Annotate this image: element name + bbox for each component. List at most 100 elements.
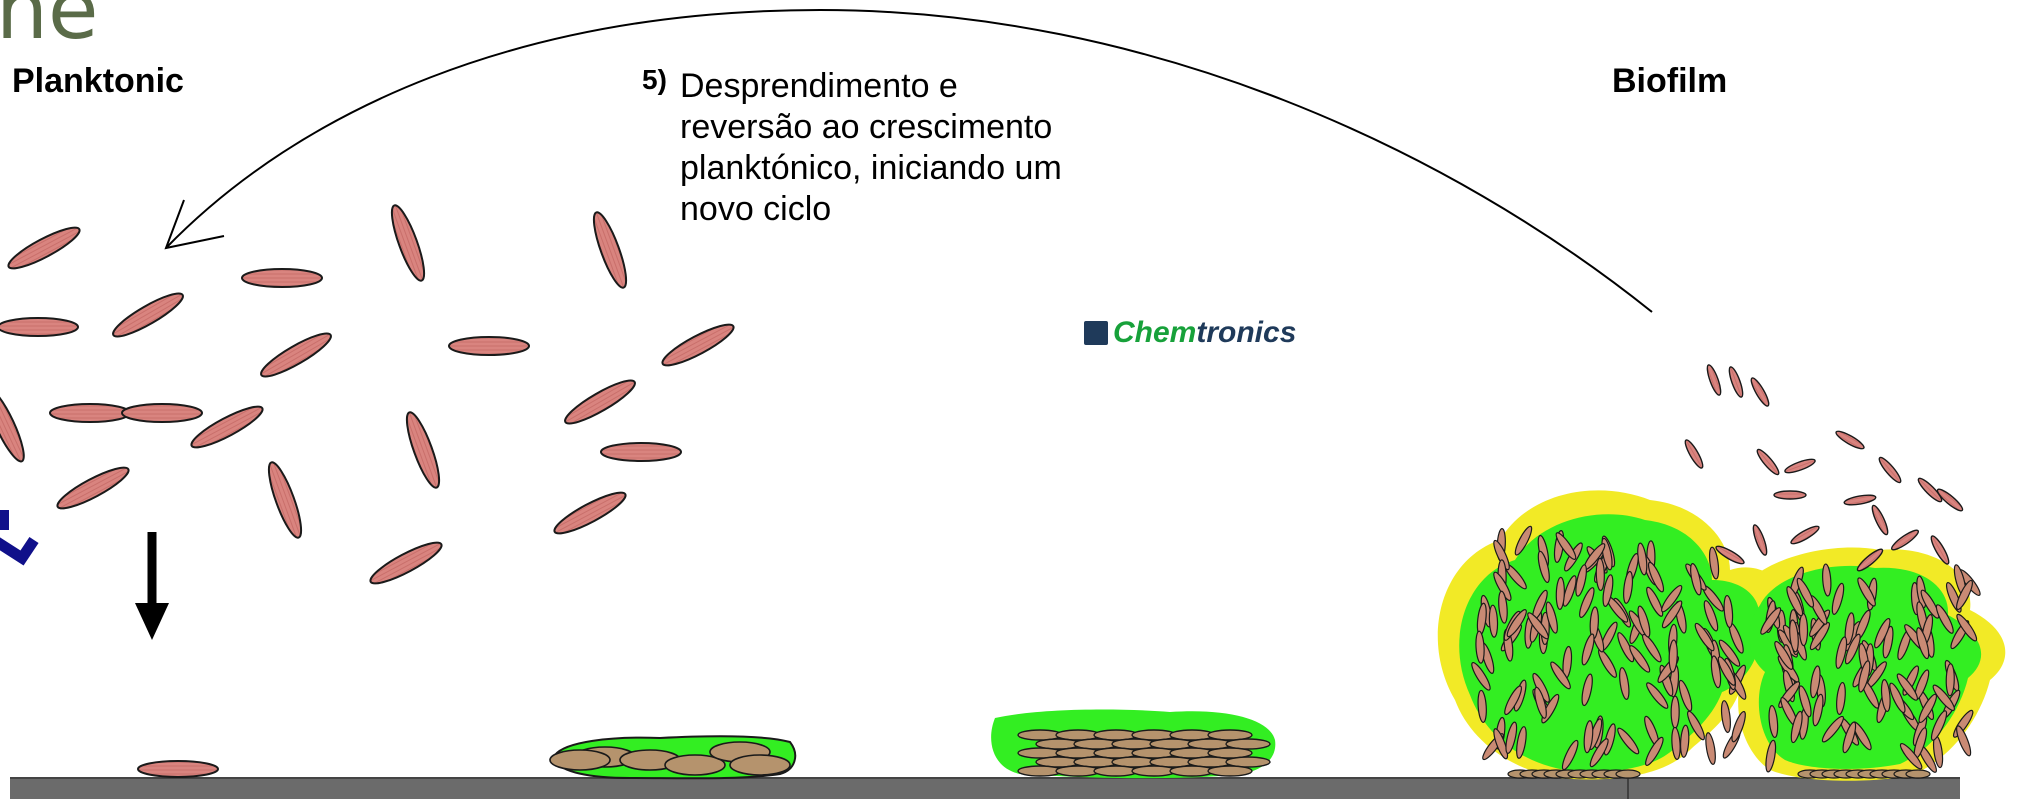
bacterium <box>1617 727 1640 755</box>
bacterium <box>553 491 627 535</box>
bacterium <box>1836 681 1846 715</box>
bacterium <box>1871 504 1889 536</box>
attachment-arrow <box>135 532 169 640</box>
bacterium <box>121 403 203 423</box>
slide-title-fragment: ne <box>0 0 99 58</box>
chemtronics-logo: Chemtronics <box>1084 316 1296 350</box>
bacterium <box>1920 589 1940 619</box>
bacterium <box>1956 613 1978 642</box>
bacterium <box>1561 739 1579 771</box>
bacterium <box>1505 721 1518 754</box>
bacterium <box>1765 739 1777 773</box>
bacterium <box>405 411 441 489</box>
bacterium <box>600 442 682 462</box>
bacterium <box>1723 594 1734 629</box>
bacterium <box>1798 613 1809 647</box>
bacterium <box>1882 625 1894 659</box>
dispersing-bacteria <box>1684 364 1964 572</box>
bacterium <box>1617 632 1635 663</box>
bacterium <box>1796 577 1815 608</box>
bacterium <box>1786 586 1804 617</box>
bacterium <box>1856 548 1884 572</box>
bacterium <box>1550 661 1571 690</box>
bacterium <box>1589 738 1609 768</box>
bacterium <box>1930 710 1948 741</box>
bacterium <box>592 211 628 289</box>
step-description-line: planktónico, iniciando um <box>680 149 1062 187</box>
bacterium <box>1835 430 1865 450</box>
bacterium <box>1225 738 1271 750</box>
bacterium <box>1916 627 1930 660</box>
bacterium <box>1477 689 1487 723</box>
bacterium <box>1471 661 1491 691</box>
bacterium <box>1661 585 1683 613</box>
bacterium <box>1930 535 1950 565</box>
bacterium <box>1899 743 1923 770</box>
bacterium <box>1858 660 1871 693</box>
initial-colony <box>549 735 797 780</box>
step-description-line: novo ciclo <box>680 190 832 228</box>
bacterium <box>1575 564 1587 597</box>
bacterium <box>1932 684 1955 712</box>
bacterium <box>1555 532 1577 560</box>
bacterium <box>1809 621 1831 651</box>
bacterium <box>1527 612 1549 640</box>
bacterium <box>1207 747 1253 759</box>
bacterium <box>0 387 25 463</box>
planktonic-bacteria <box>0 204 735 585</box>
bacterium <box>1602 574 1614 607</box>
bacterium <box>1705 732 1716 765</box>
bacterium <box>1684 439 1704 469</box>
bacterium <box>729 754 791 776</box>
bacterium <box>1207 729 1253 741</box>
bacterium <box>1812 693 1824 727</box>
bacterium <box>369 541 443 585</box>
bacterium <box>1880 678 1891 713</box>
bacterium <box>448 336 530 356</box>
step-description-line: reversão ao crescimento <box>680 108 1053 146</box>
bacterium <box>1945 663 1955 697</box>
bacterium <box>1641 633 1662 663</box>
bacterium <box>1844 633 1861 665</box>
bacterium <box>1555 576 1565 610</box>
bacterium <box>1678 679 1693 712</box>
bacterium <box>1843 494 1877 506</box>
bacterium <box>1889 682 1906 714</box>
bacterium <box>1835 636 1848 669</box>
bacterium <box>1718 639 1741 667</box>
bacterium <box>1475 630 1485 664</box>
bacterium <box>1703 600 1719 632</box>
bacterium <box>1956 725 1972 757</box>
bacterium <box>1534 686 1547 719</box>
bacterium <box>49 403 131 423</box>
bacterium <box>1784 458 1816 474</box>
bacterium <box>1896 673 1918 701</box>
blue-arrow-fragment <box>0 510 39 566</box>
bacterium <box>1878 456 1902 484</box>
bacterium <box>241 268 323 288</box>
bacterium <box>112 292 184 338</box>
bacterium <box>1955 579 1973 611</box>
bacterium <box>56 466 130 510</box>
bacterium <box>1935 604 1954 634</box>
bacterium <box>1493 728 1509 760</box>
bacterium <box>7 226 81 270</box>
bacterium <box>1687 710 1705 741</box>
bacterium <box>0 317 79 337</box>
bacterium <box>1798 685 1812 718</box>
bacterium <box>1595 557 1605 592</box>
bacterium <box>1493 539 1510 571</box>
bacterium <box>1708 546 1720 580</box>
microcolony <box>991 709 1276 779</box>
bacterium <box>1637 605 1651 638</box>
bacterium <box>1679 724 1690 758</box>
bacterium <box>1760 607 1782 635</box>
bacterium <box>390 204 426 282</box>
bacterium <box>1207 765 1253 777</box>
bacterium <box>1670 695 1680 729</box>
biofilm-label: Biofilm <box>1612 62 1728 100</box>
bacterium <box>1581 673 1593 707</box>
bacterium <box>1706 364 1722 396</box>
bacterium <box>1545 601 1558 634</box>
